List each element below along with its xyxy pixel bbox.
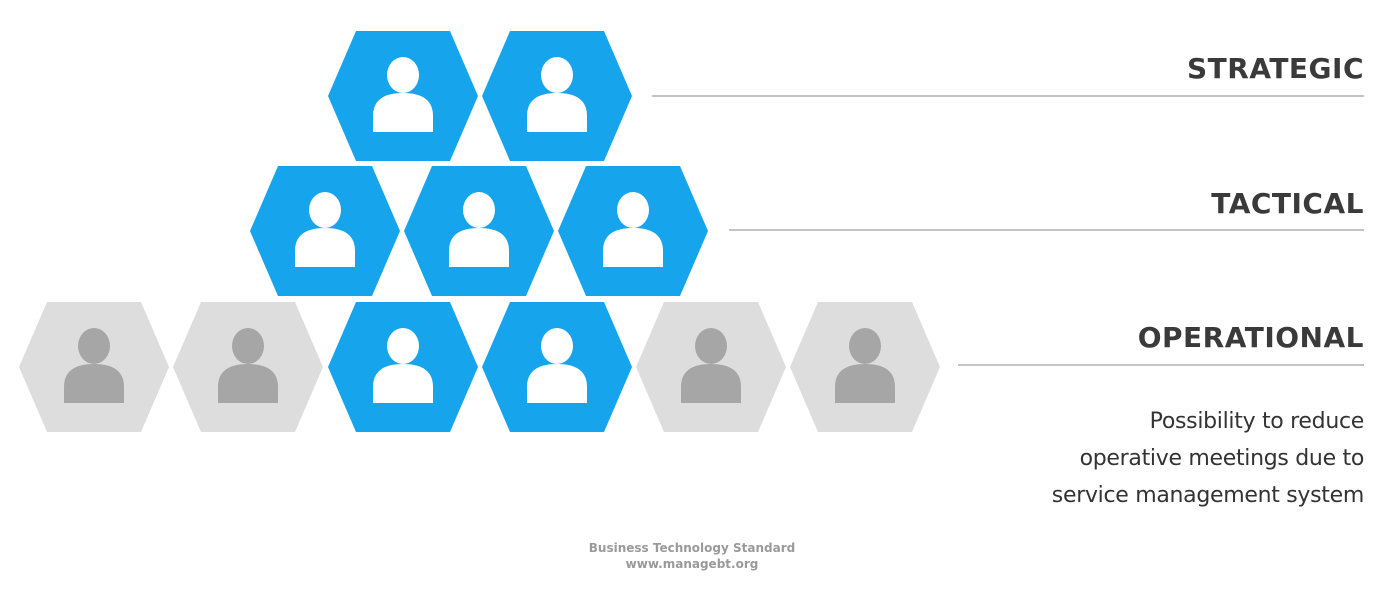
note-line: operative meetings due to	[1079, 446, 1365, 471]
hexagon-tactical-3	[558, 166, 708, 296]
person-icon	[295, 192, 355, 267]
footer-title: Business Technology Standard	[588, 541, 796, 555]
person-icon	[527, 57, 587, 132]
hexagon-operational-2	[173, 302, 323, 432]
person-icon	[835, 328, 895, 403]
level-rule-strategic	[652, 95, 1364, 97]
level-label-tactical: TACTICAL	[1211, 187, 1364, 220]
note-line: service management system	[1051, 483, 1365, 508]
hexagon-operational-4	[482, 302, 632, 432]
person-icon	[527, 328, 587, 403]
hexagon-tactical-1	[250, 166, 400, 296]
level-rule-operational	[958, 364, 1364, 366]
hexagon-tactical-2	[404, 166, 554, 296]
level-label-operational: OPERATIONAL	[1137, 321, 1364, 354]
hexagon-strategic-2	[482, 31, 632, 161]
note-line: Possibility to reduce	[1149, 409, 1365, 434]
level-label-strategic: STRATEGIC	[1187, 52, 1364, 85]
footer-url: www.managebt.org	[625, 557, 759, 571]
person-icon	[603, 192, 663, 267]
operational-note: Possibility to reduce operative meetings…	[1051, 403, 1365, 514]
hexagon-operational-3	[328, 302, 478, 432]
person-icon	[373, 328, 433, 403]
level-rule-tactical	[729, 229, 1364, 231]
hexagon-operational-5	[636, 302, 786, 432]
person-icon	[218, 328, 278, 403]
person-icon	[373, 57, 433, 132]
person-icon	[64, 328, 124, 403]
hexagon-operational-1	[19, 302, 169, 432]
hexagon-strategic-1	[328, 31, 478, 161]
hexagon-pyramid	[19, 31, 940, 432]
person-icon	[681, 328, 741, 403]
hexagon-operational-6	[790, 302, 940, 432]
footer-credit: Business Technology Standard www.manageb…	[0, 540, 1384, 572]
person-icon	[449, 192, 509, 267]
